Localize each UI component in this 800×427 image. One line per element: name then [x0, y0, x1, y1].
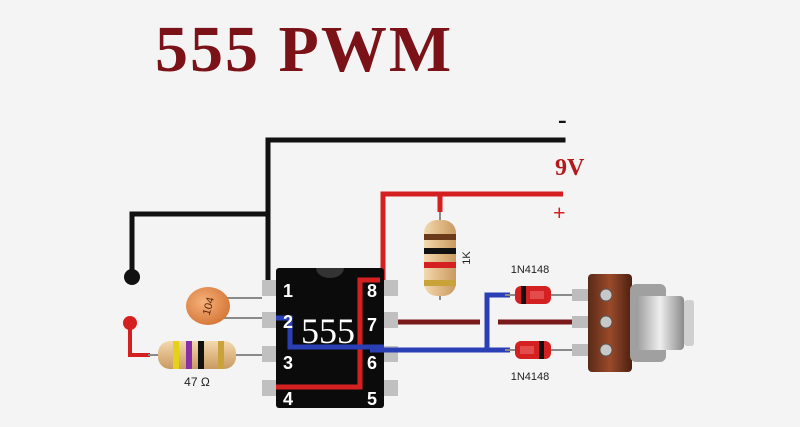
resistor-1k-label: 1K — [461, 251, 473, 265]
potentiometer — [572, 274, 694, 372]
supply-voltage-label: 9V — [555, 155, 585, 181]
resistor-47: 47 Ω — [148, 341, 262, 389]
ground-terminal — [124, 269, 140, 285]
diode-top-label: 1N4148 — [511, 264, 550, 276]
positive-terminal — [123, 316, 137, 330]
pin-3-label: 3 — [283, 353, 293, 373]
capacitor-104: 104 — [186, 287, 262, 325]
chip-555: 555 1 2 3 4 8 7 6 5 — [262, 268, 398, 409]
supply-minus-label: - — [558, 105, 567, 134]
pin-6-label: 6 — [367, 353, 377, 373]
resistor-1k: 1K — [424, 212, 473, 300]
pin-1-label: 1 — [283, 281, 293, 301]
diode-top: 1N4148 — [505, 264, 580, 304]
pin-2-label: 2 — [283, 312, 293, 332]
page-title: 555 PWM — [155, 13, 454, 86]
ground-wire — [129, 137, 566, 286]
positive-wire — [380, 191, 563, 288]
pin-8-label: 8 — [367, 281, 377, 301]
supply-plus-label: + — [553, 200, 566, 225]
diode-bottom: 1N4148 — [505, 341, 580, 383]
pin-5-label: 5 — [367, 389, 377, 409]
pin-7-label: 7 — [367, 315, 377, 335]
chip-label: 555 — [301, 311, 355, 351]
diode-bottom-label: 1N4148 — [511, 371, 550, 383]
capacitor-label: 104 — [201, 296, 217, 317]
resistor-47-label: 47 Ω — [184, 375, 210, 389]
pin-4-label: 4 — [283, 389, 293, 409]
positive-input-wire — [128, 325, 150, 357]
